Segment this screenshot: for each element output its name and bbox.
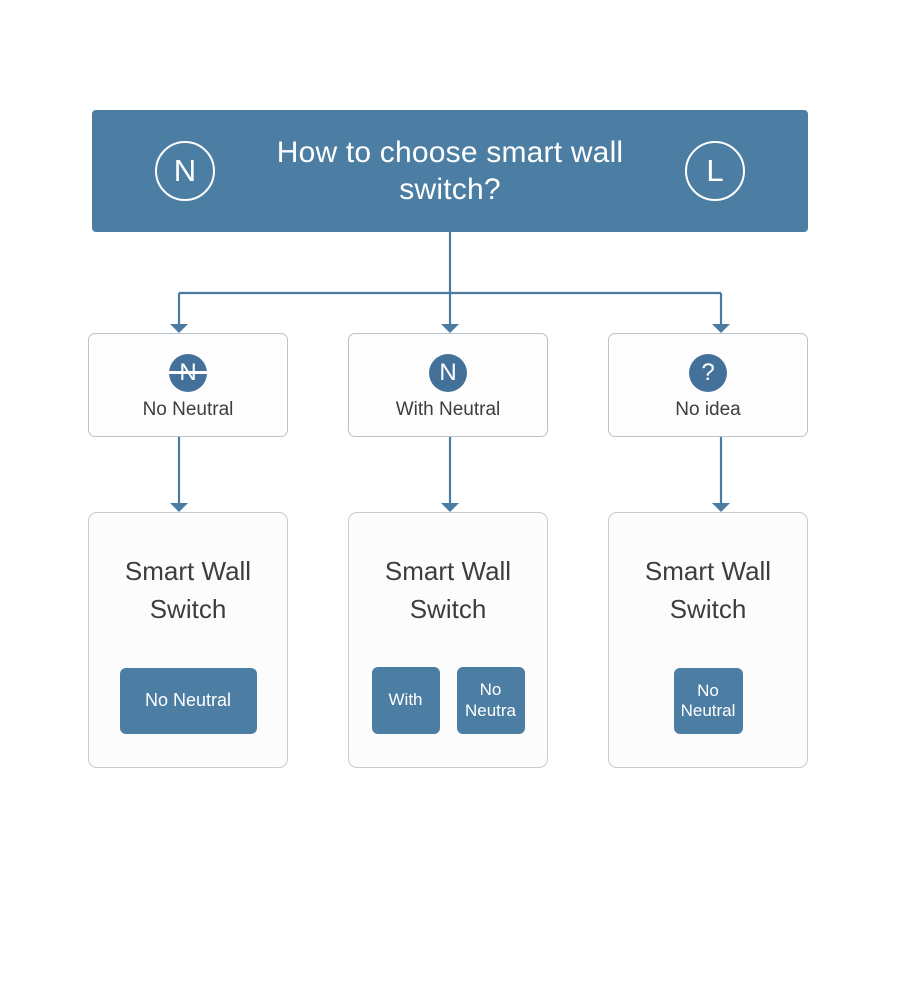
arrowhead-5 xyxy=(441,503,459,512)
option-box-no-idea[interactable]: ? No idea xyxy=(608,333,808,437)
option-box-no-neutral[interactable]: N No Neutral xyxy=(88,333,288,437)
live-wire-badge-icon: L xyxy=(685,141,745,201)
arrowhead-4 xyxy=(170,503,188,512)
neutral-wire-badge-label: N xyxy=(173,153,197,188)
arrowhead-6 xyxy=(712,503,730,512)
variant-button-with[interactable]: With xyxy=(371,667,440,734)
option-label: No idea xyxy=(675,398,741,420)
variant-button-no-neutral[interactable]: No Neutral xyxy=(119,668,257,734)
header-bar: N How to choose smart wall switch? L xyxy=(92,110,808,232)
live-wire-badge-label: L xyxy=(706,153,724,188)
arrowhead-1 xyxy=(170,324,188,333)
neutral-wire-badge-icon: N xyxy=(155,141,215,201)
option-label: With Neutral xyxy=(395,398,501,420)
option-label: No Neutral xyxy=(142,398,234,420)
product-title: Smart Wall Switch xyxy=(384,556,512,624)
product-button-row: No Neutral xyxy=(609,668,807,734)
arrowhead-2 xyxy=(441,324,459,333)
option-box-with-neutral[interactable]: N With Neutral xyxy=(348,333,548,437)
variant-button-no-neutral[interactable]: No Neutral xyxy=(673,668,743,734)
product-card-with-neutral[interactable]: Smart Wall Switch With No Neutra xyxy=(348,512,548,768)
product-button-row: With No Neutra xyxy=(349,667,547,734)
n-struck-circle-icon: N xyxy=(164,353,212,392)
n-circle-icon: N xyxy=(429,353,467,392)
product-card-no-neutral[interactable]: Smart Wall Switch No Neutral xyxy=(88,512,288,768)
product-card-no-idea[interactable]: Smart Wall Switch No Neutral xyxy=(608,512,808,768)
question-circle-icon: ? xyxy=(689,353,727,392)
variant-button-no-neutral[interactable]: No Neutra xyxy=(456,667,525,734)
icon-glyph: N xyxy=(179,358,197,386)
page-title: How to choose smart wall switch? xyxy=(276,135,624,207)
product-button-row: No Neutral xyxy=(89,668,287,734)
product-title: Smart Wall Switch xyxy=(644,556,772,624)
icon-glyph: N xyxy=(439,358,457,386)
icon-glyph: ? xyxy=(701,358,715,386)
arrowhead-3 xyxy=(712,324,730,333)
product-title: Smart Wall Switch xyxy=(124,556,252,624)
